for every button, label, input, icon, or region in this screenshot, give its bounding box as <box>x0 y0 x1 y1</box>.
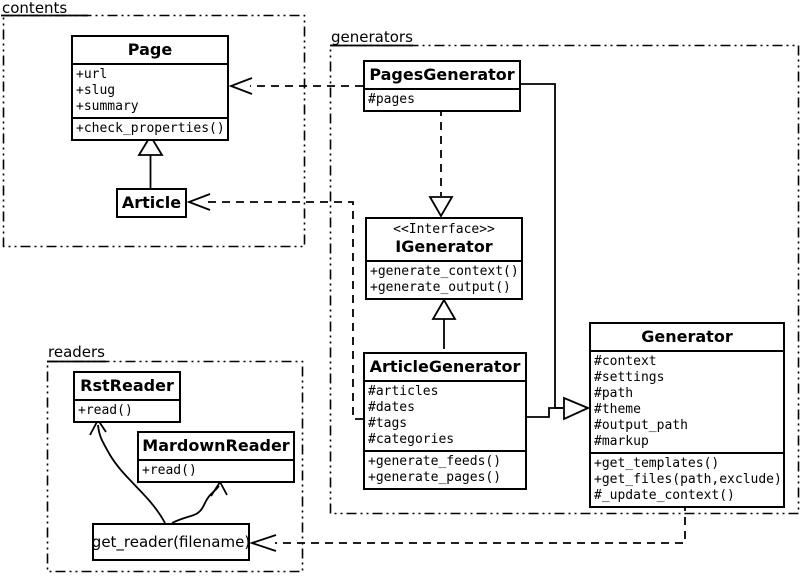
class-member: #output_path <box>594 418 688 433</box>
class-generator-attributes: #context#settings#path#theme#output_path… <box>591 350 783 452</box>
class-member: +get_files(path,exclude) <box>594 472 782 487</box>
class-igenerator-name: IGenerator <box>395 237 493 256</box>
class-page-attributes: +url+slug+summary <box>73 63 227 117</box>
class-member: +generate_pages() <box>368 470 502 485</box>
class-member: #settings <box>594 370 665 385</box>
class-member: +read() <box>78 403 133 418</box>
package-label-generators: generators <box>331 28 413 46</box>
class-member: +generate_feeds() <box>368 454 502 469</box>
dependency-generator-getreader-arrowhead <box>249 534 277 552</box>
class-pagesgenerator-title: PagesGenerator <box>369 65 515 84</box>
class-member: #context <box>594 354 657 369</box>
node-get-reader-label: get_reader(filename) <box>91 533 251 551</box>
dependency-generator-getreader-line <box>275 503 686 544</box>
class-page-methods: +check_properties() <box>73 117 227 139</box>
class-rstreader-title: RstReader <box>80 376 174 395</box>
package-label-readers: readers <box>48 343 105 361</box>
class-member: +read() <box>142 463 197 478</box>
class-article-title: Article <box>121 193 182 212</box>
generalization-articlegenerator-igenerator-triangle <box>431 298 457 320</box>
class-igenerator-title: <<Interface>> IGenerator <box>367 219 521 260</box>
class-member: #tags <box>368 416 408 431</box>
class-member: #theme <box>594 402 641 417</box>
class-article[interactable]: Article <box>116 188 187 218</box>
class-member: #articles <box>368 384 439 399</box>
package-label-contents: contents <box>2 0 68 17</box>
package-border-readers <box>46 360 304 573</box>
class-mardownreader-title: MardownReader <box>142 436 290 455</box>
class-member: #categories <box>368 432 455 447</box>
class-member: +check_properties() <box>76 121 225 136</box>
class-member: #dates <box>368 400 415 415</box>
class-member: +generate_context() <box>370 264 519 279</box>
class-pagesgenerator[interactable]: PagesGenerator #pages <box>363 60 521 112</box>
class-member: #path <box>594 386 634 401</box>
class-articlegenerator-title: ArticleGenerator <box>369 357 521 376</box>
class-rstreader-methods: +read() <box>75 399 179 421</box>
dependency-pagesgenerator-page-arrowhead <box>228 77 253 95</box>
package-border-contents <box>2 14 306 248</box>
class-page-title: Page <box>127 40 173 59</box>
package-border-generators <box>329 44 800 515</box>
arrow-getreader-mardownreader-arrowhead <box>210 480 228 497</box>
class-page[interactable]: Page +url+slug+summary +check_properties… <box>71 35 229 141</box>
arrow-getreader-rstreader-curve <box>97 424 166 524</box>
class-member: #pages <box>368 92 415 107</box>
dependency-articlegenerator-article-arrowhead <box>186 193 211 211</box>
generalization-article-page-triangle <box>137 134 164 156</box>
dependency-articlegenerator-article-line <box>208 201 363 420</box>
class-articlegenerator[interactable]: ArticleGenerator #articles#dates#tags#ca… <box>363 352 527 490</box>
class-rstreader[interactable]: RstReader +read() <box>73 371 181 423</box>
class-mardownreader-methods: +read() <box>139 459 293 481</box>
class-articlegenerator-methods: +generate_feeds()+generate_pages() <box>365 450 525 488</box>
node-get-reader[interactable]: get_reader(filename) <box>92 523 250 561</box>
class-member: +summary <box>76 99 139 114</box>
class-generator-title: Generator <box>641 327 733 346</box>
generalization-generator-triangle <box>563 396 591 421</box>
class-member: +slug <box>76 83 116 98</box>
generalization-articlegenerator-generator-line <box>527 407 563 418</box>
class-member: +url <box>76 67 108 82</box>
class-member: +generate_output() <box>370 280 511 295</box>
class-generator-methods: +get_templates()+get_files(path,exclude)… <box>591 452 783 506</box>
class-pagesgenerator-attributes: #pages <box>365 88 519 110</box>
arrow-getreader-mardownreader-curve <box>171 485 220 524</box>
realization-pagesgenerator-igenerator-triangle <box>428 196 454 218</box>
generalization-pagesgenerator-generator-line <box>521 83 563 409</box>
class-member: #_update_context() <box>594 488 735 503</box>
class-member: +get_templates() <box>594 456 720 471</box>
class-igenerator-stereotype: <<Interface>> <box>393 222 495 237</box>
class-articlegenerator-attributes: #articles#dates#tags#categories <box>365 380 525 450</box>
class-mardownreader[interactable]: MardownReader +read() <box>137 431 295 483</box>
class-igenerator[interactable]: <<Interface>> IGenerator +generate_conte… <box>365 217 523 300</box>
class-igenerator-methods: +generate_context()+generate_output() <box>367 260 521 298</box>
class-generator[interactable]: Generator #context#settings#path#theme#o… <box>589 322 785 508</box>
class-member: #markup <box>594 434 649 449</box>
